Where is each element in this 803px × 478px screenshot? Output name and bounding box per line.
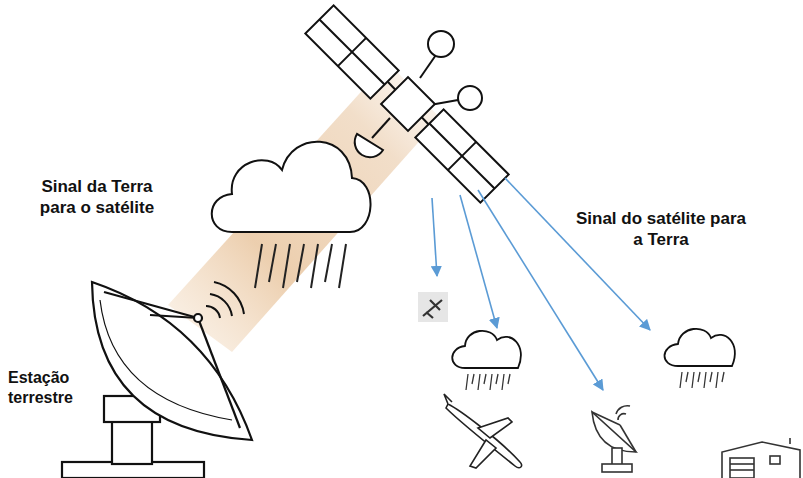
rain-streak [680,372,682,388]
rain-streak [325,244,332,282]
rain-cloud [452,331,521,368]
rain-streak [692,372,694,388]
building [722,438,800,478]
jet-airplane [444,394,522,468]
rain-streak [704,372,706,388]
rain-streak [716,372,718,388]
rain-streak [283,244,290,288]
airplane-icon [418,292,448,322]
rain-streak [502,374,504,390]
rain-streak [496,374,498,384]
rain-streaks [466,374,510,390]
rain-cloud [665,329,735,366]
rain-streak [508,374,510,384]
rain-streak [698,372,700,382]
rain-streak [311,244,318,288]
rain-cloud [212,142,371,232]
satellite [305,5,508,202]
rain-streak [297,244,304,282]
annotation-label: Sinal da Terra para o satélite [22,176,172,219]
rain-streak [490,374,492,390]
rain-streak [339,244,346,288]
rain-streak [255,244,262,288]
signal-beam [168,62,440,352]
rain-streaks [255,244,346,288]
annotation-label: Sinal do satélite para a Terra [570,208,752,251]
rain-streaks [680,372,724,388]
rain-streak [484,374,486,384]
signal-waves [206,282,244,318]
annotation-label: Estação terrestre [8,368,90,408]
rain-streak [472,374,474,384]
rain-streak [686,372,688,382]
rain-streak [478,374,480,390]
ground-station-dish [62,282,252,478]
small-dish [592,406,636,472]
rain-streak [269,244,276,282]
rain-streak [710,372,712,382]
rain-streak [466,374,468,390]
rain-streak [722,372,724,382]
